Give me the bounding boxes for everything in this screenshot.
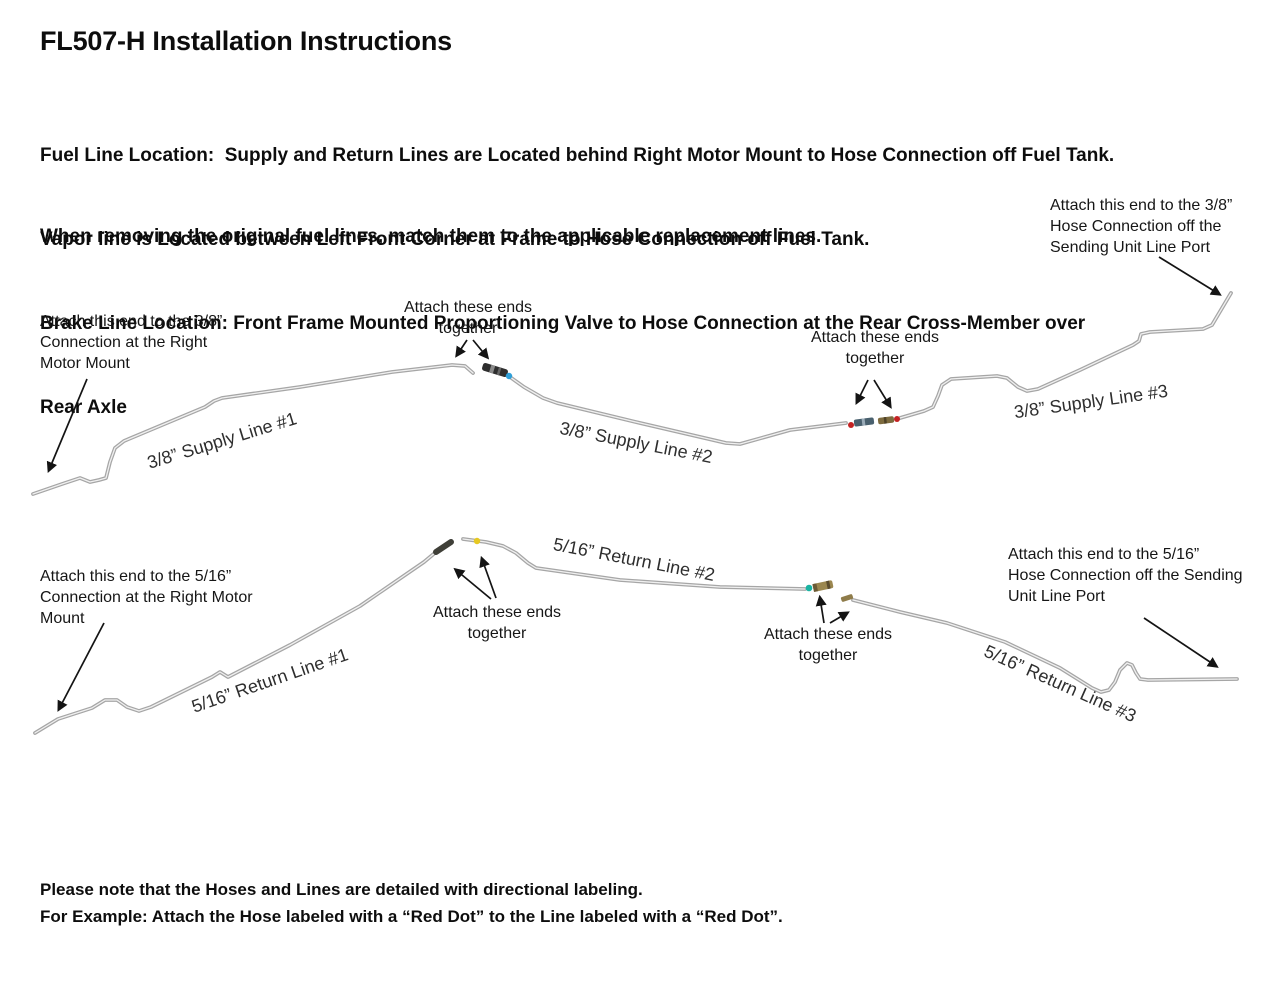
annotation-return-join1: Attach these ends together	[424, 602, 570, 644]
footer-note: Please note that the Hoses and Lines are…	[40, 876, 1140, 930]
annotation-arrow	[472, 339, 490, 360]
annotation-line: Sending Unit Line Port	[1050, 239, 1211, 256]
annotation-return-left: Attach this end to the 5/16” Connection …	[40, 566, 253, 629]
location-line: Vapor line is Located between Left Front…	[40, 229, 870, 250]
hose-connector	[482, 362, 508, 378]
annotation-line: Attach these ends	[810, 329, 940, 346]
teal-dot-marker	[805, 584, 813, 592]
location-line: Fuel Line Location: Supply and Return Li…	[40, 145, 1115, 166]
footer-line: For Example: Attach the Hose labeled wit…	[40, 907, 783, 926]
annotation-supply-join2: Attach these ends together	[802, 327, 948, 369]
annotation-line: together	[798, 647, 858, 664]
annotation-arrow	[455, 339, 468, 358]
annotation-line: together	[438, 320, 498, 337]
annotation-line: Attach this end to the 3/8”	[1050, 197, 1233, 214]
removal-note: When removing the original fuel lines, m…	[40, 226, 822, 247]
red-dot-marker	[848, 422, 854, 428]
annotation-line: together	[467, 625, 527, 642]
annotation-supply-right: Attach this end to the 3/8” Hose Connect…	[1050, 195, 1232, 258]
annotation-line: Connection at the Right	[40, 334, 208, 351]
line-end-fitting	[840, 594, 854, 602]
annotation-line: Motor Mount	[40, 355, 130, 372]
annotation-arrow	[57, 622, 105, 712]
annotation-return-right: Attach this end to the 5/16” Hose Connec…	[1008, 544, 1243, 607]
annotation-supply-left: Attach this end to the 3/8” Connection a…	[40, 311, 222, 374]
annotation-supply-join1: Attach these ends together	[395, 297, 541, 339]
annotation-arrow	[1143, 617, 1219, 668]
footer-line: Please note that the Hoses and Lines are…	[40, 880, 643, 899]
annotation-line: Attach these ends	[432, 604, 562, 621]
annotation-return-join2: Attach these ends together	[755, 624, 901, 666]
location-line: Rear Axle	[40, 397, 127, 418]
annotation-arrow	[46, 378, 88, 474]
page-title: FL507-H Installation Instructions	[40, 26, 452, 56]
location-line: Brake Line Location: Front Frame Mounted…	[40, 313, 1086, 334]
annotation-line: Attach these ends	[403, 299, 533, 316]
hose-connector	[853, 417, 875, 427]
yellow-dot-marker	[473, 537, 481, 545]
blue-dot-marker	[505, 372, 513, 380]
annotation-line: Hose Connection off the Sending	[1008, 567, 1243, 584]
line-end-fitting	[433, 539, 454, 555]
annotation-arrow	[1158, 256, 1222, 296]
annotation-line: together	[845, 350, 905, 367]
annotation-arrow	[829, 611, 850, 624]
annotation-arrow	[855, 379, 869, 405]
annotation-arrow	[453, 567, 492, 600]
annotation-arrow	[873, 379, 892, 409]
annotation-line: Mount	[40, 610, 85, 627]
hose-connector	[812, 580, 834, 592]
annotation-line: Hose Connection off the	[1050, 218, 1222, 235]
annotation-line: Connection at the Right Motor	[40, 589, 253, 606]
red-dot-marker	[894, 416, 900, 422]
annotation-arrow	[479, 555, 497, 599]
annotation-line: Attach this end to the 5/16”	[1008, 546, 1200, 563]
hose-connector	[877, 416, 895, 425]
annotation-line: Unit Line Port	[1008, 588, 1105, 605]
location-text: Fuel Line Location: Supply and Return Li…	[40, 86, 1200, 478]
annotation-arrow	[815, 594, 827, 624]
annotation-line: Attach this end to the 3/8”	[40, 313, 223, 330]
annotation-line: Attach this end to the 5/16”	[40, 568, 232, 585]
annotation-line: Attach these ends	[763, 626, 893, 643]
